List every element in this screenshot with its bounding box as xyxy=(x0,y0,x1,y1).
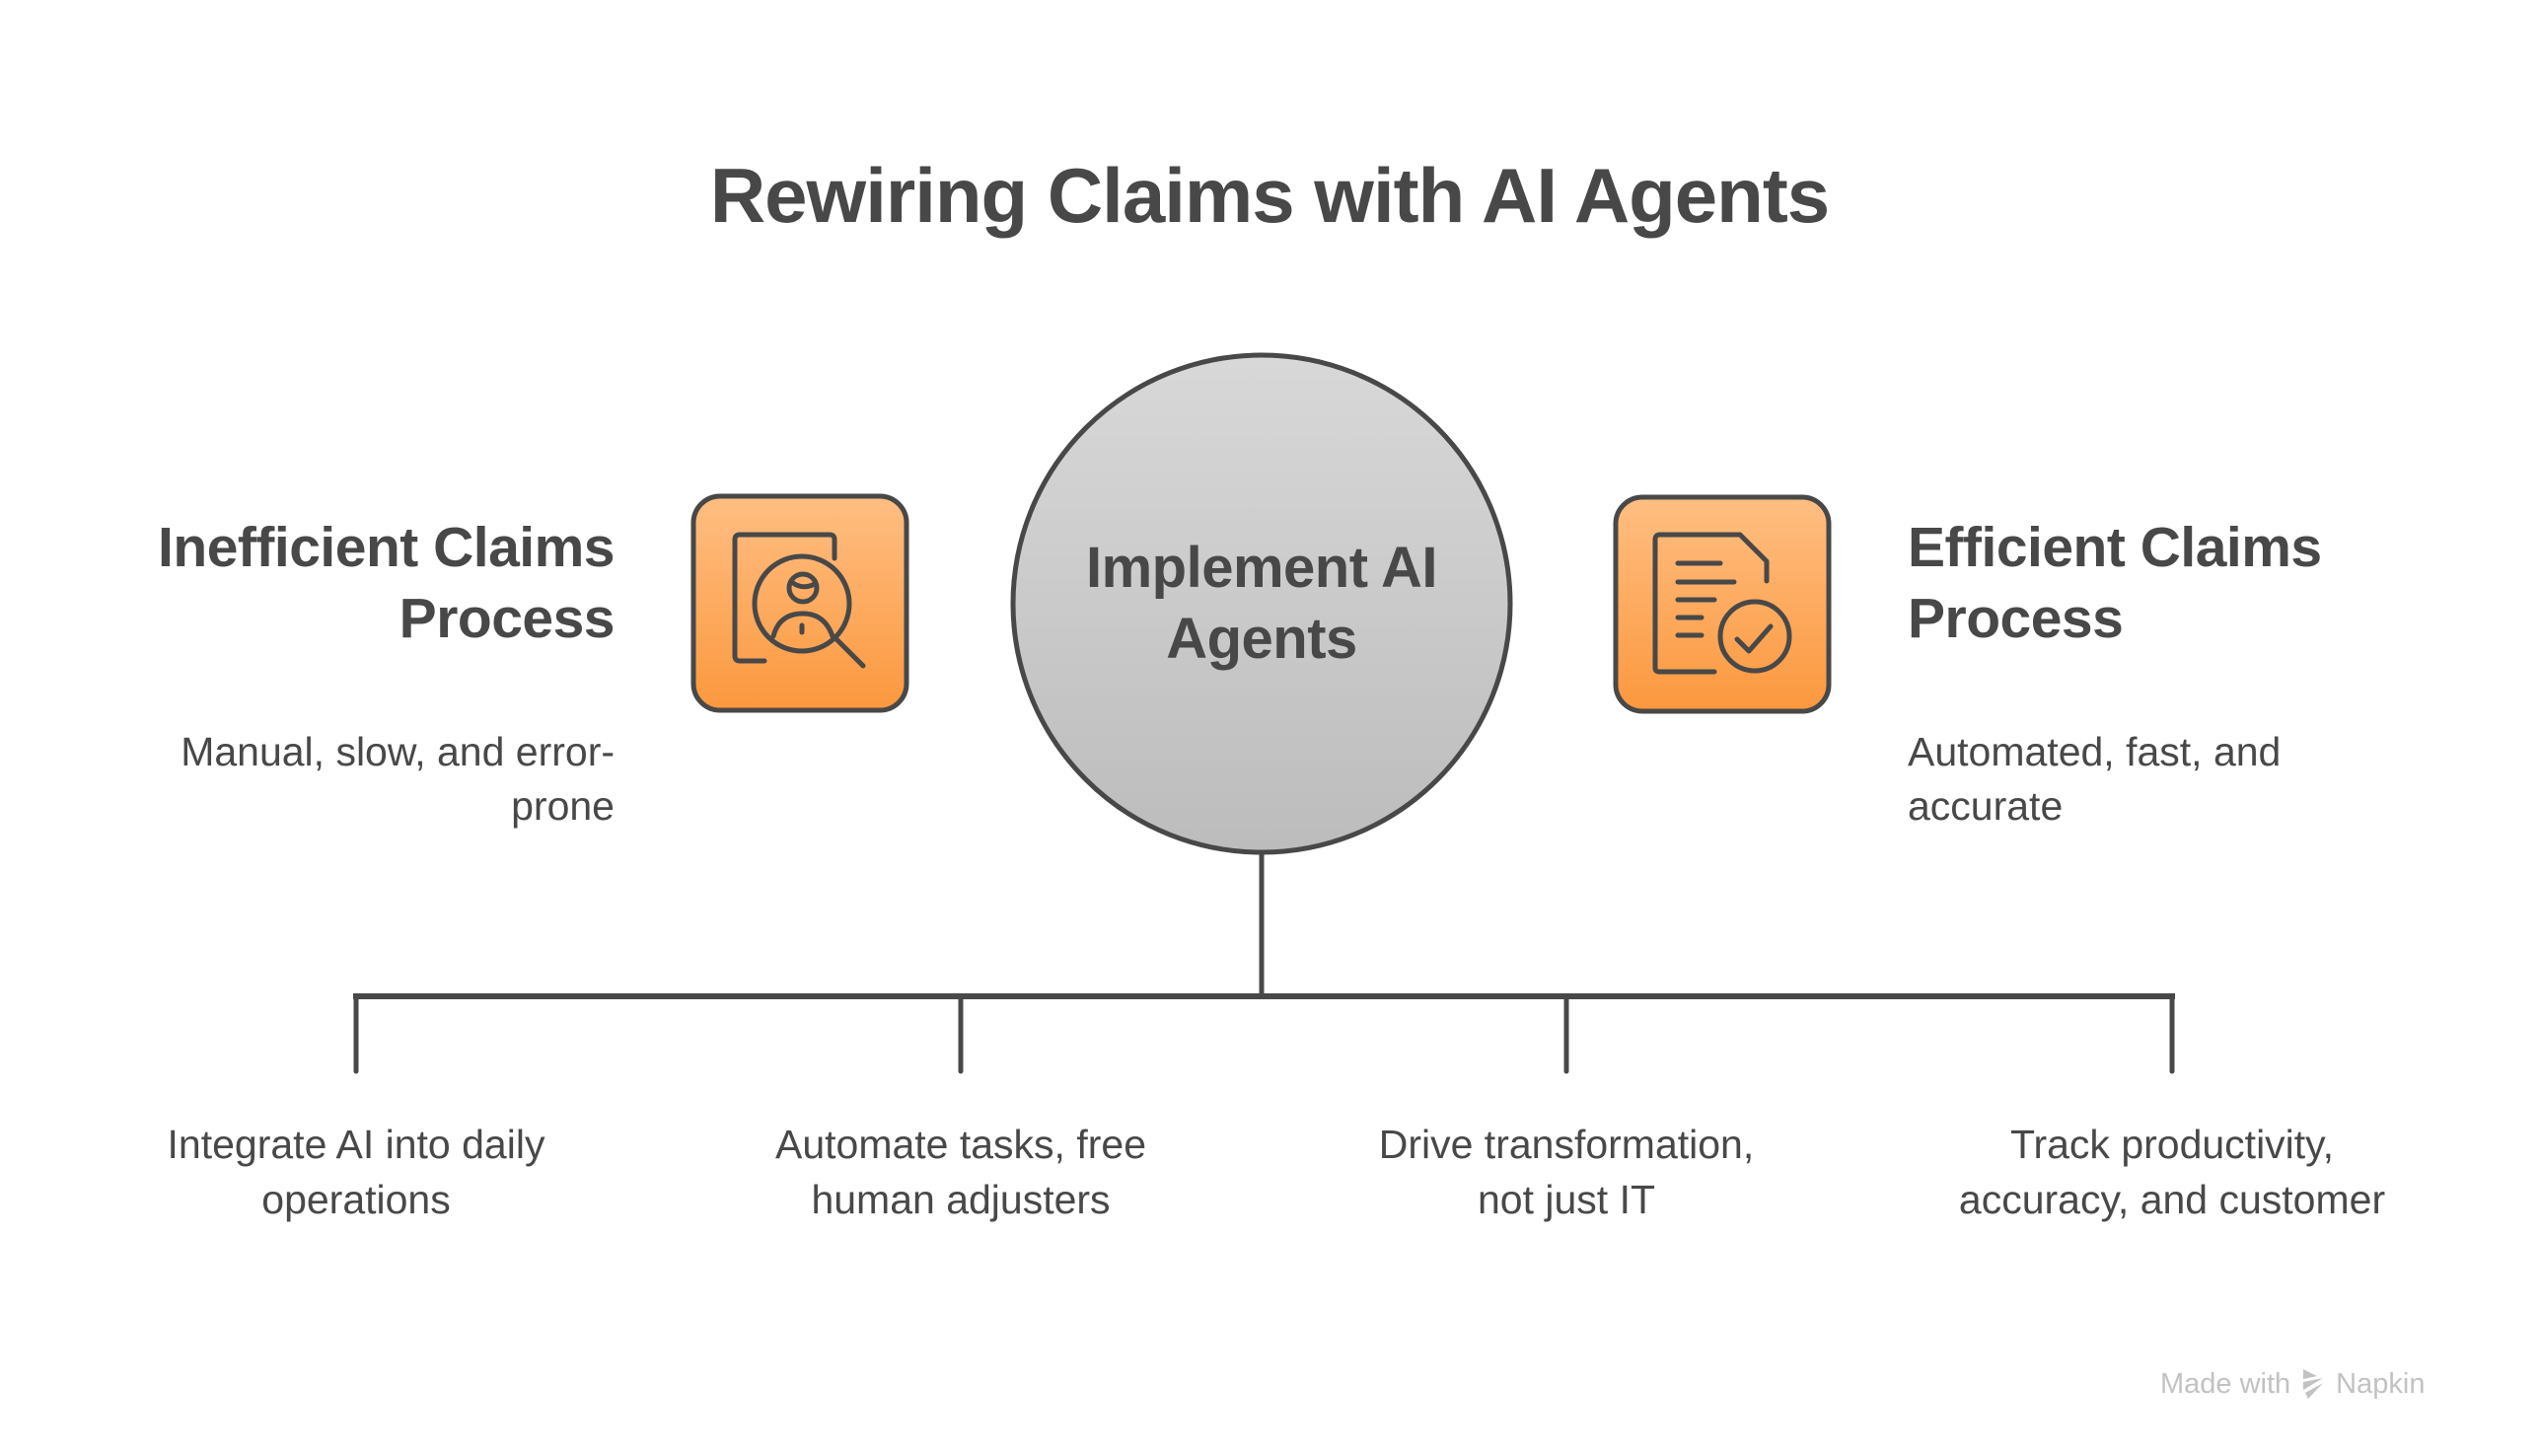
right-desc-line-1: Automated, fast, and xyxy=(1908,729,2282,774)
left-desc-line-2: prone xyxy=(511,783,615,829)
right-description: Automated, fast, and accurate xyxy=(1908,725,2460,834)
diagram-title: Rewiring Claims with AI Agents xyxy=(709,152,1830,239)
leaf-node-transform: Drive transformation, not just IT xyxy=(1290,1117,1843,1227)
leaf-line: human adjusters xyxy=(811,1177,1111,1222)
watermark-brand: Napkin xyxy=(2336,1367,2426,1400)
leaf-line: accuracy, and customer xyxy=(1958,1177,2386,1222)
tree-connectors xyxy=(353,851,2175,1074)
left-heading: Inefficient Claims Process xyxy=(62,512,615,654)
right-heading-line-2: Process xyxy=(1908,587,2124,650)
napkin-logo-icon xyxy=(2303,1369,2324,1399)
watermark-prefix: Made with xyxy=(2160,1367,2291,1400)
left-heading-line-1: Inefficient Claims xyxy=(158,516,615,579)
left-description: Manual, slow, and error- prone xyxy=(62,725,615,834)
center-label-line-1: Implement AI xyxy=(1085,536,1438,600)
right-heading-line-1: Efficient Claims xyxy=(1908,516,2322,579)
center-node-circle xyxy=(1010,352,1513,855)
left-icon-box xyxy=(690,493,909,713)
leaf-line: Track productivity, xyxy=(2009,1122,2335,1167)
leaf-node-integrate: Integrate AI into daily operations xyxy=(80,1117,632,1227)
right-heading: Efficient Claims Process xyxy=(1908,512,2460,654)
center-node-label: Implement AI Agents xyxy=(1064,533,1459,675)
right-desc-line-2: accurate xyxy=(1908,783,2064,829)
left-desc-line-1: Manual, slow, and error- xyxy=(181,729,615,774)
leaf-line: operations xyxy=(261,1177,451,1222)
leaf-line: not just IT xyxy=(1477,1177,1655,1222)
leaf-line: Automate tasks, free xyxy=(774,1122,1146,1167)
right-icon-box xyxy=(1613,494,1832,714)
made-with-napkin-watermark[interactable]: Made with Napkin xyxy=(2160,1367,2425,1401)
leaf-node-automate: Automate tasks, free human adjusters xyxy=(685,1117,1237,1227)
center-label-line-2: Agents xyxy=(1166,607,1357,671)
leaf-node-track: Track productivity, accuracy, and custom… xyxy=(1896,1117,2448,1227)
left-heading-line-2: Process xyxy=(399,587,616,650)
document-person-search-icon xyxy=(732,532,866,669)
leaf-line: Drive transformation, xyxy=(1378,1122,1755,1167)
document-checkmark-icon xyxy=(1652,532,1792,675)
leaf-line: Integrate AI into daily xyxy=(167,1122,545,1167)
